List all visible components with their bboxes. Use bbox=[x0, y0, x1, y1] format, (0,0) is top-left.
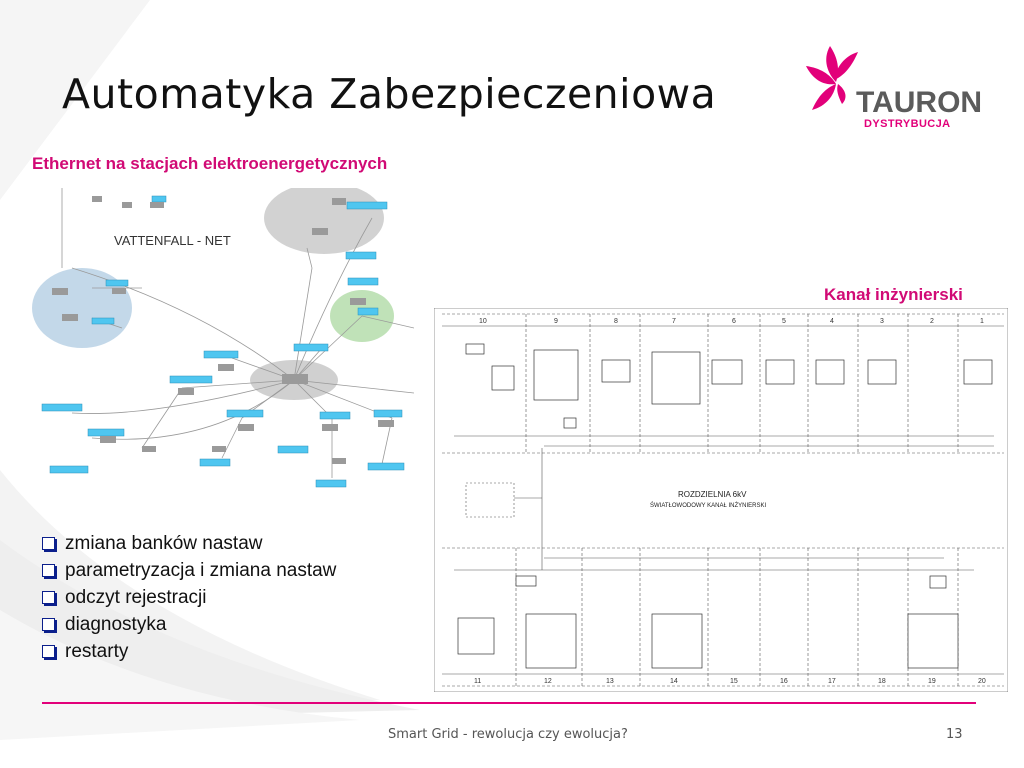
tauron-logo-icon bbox=[806, 46, 858, 110]
col-8-label: 8 bbox=[614, 318, 618, 325]
col-14-label: 14 bbox=[670, 678, 678, 685]
bullet-item: odczyt rejestracji bbox=[40, 584, 336, 611]
checkbox-bullet-icon bbox=[42, 537, 55, 550]
schematic-diagram: 10 9 8 7 6 5 4 3 2 1 11 12 13 14 15 16 1… bbox=[433, 307, 1009, 693]
page-number: 13 bbox=[946, 727, 963, 742]
fiber-channel-label: ŚWIATŁOWODOWY KANAŁ INŻYNIERSKI bbox=[650, 501, 766, 509]
col-11-label: 11 bbox=[474, 678, 481, 685]
bullet-item: zmiana banków nastaw bbox=[40, 530, 336, 557]
slide-subtitle: Ethernet na stacjach elektroenergetyczny… bbox=[32, 154, 388, 173]
network-diagram-svg: VATTENFALL - NET bbox=[32, 182, 415, 488]
col-2-label: 2 bbox=[930, 318, 934, 325]
checkbox-bullet-icon bbox=[42, 591, 55, 604]
checkbox-bullet-icon bbox=[42, 564, 55, 577]
slide-title: Automatyka Zabezpieczeniowa bbox=[62, 70, 717, 118]
network-diagram: VATTENFALL - NET bbox=[32, 182, 415, 488]
bullet-item: diagnostyka bbox=[40, 611, 336, 638]
col-18-label: 18 bbox=[878, 678, 886, 685]
bullet-text: zmiana banków nastaw bbox=[65, 533, 263, 554]
col-7-label: 7 bbox=[672, 318, 676, 325]
col-6-label: 6 bbox=[732, 318, 736, 325]
col-3-label: 3 bbox=[880, 318, 884, 325]
bullet-item: parametryzacja i zmiana nastaw bbox=[40, 557, 336, 584]
col-5-label: 5 bbox=[782, 318, 786, 325]
feature-bullet-list: zmiana banków nastaw parametryzacja i zm… bbox=[40, 530, 336, 665]
network-title: VATTENFALL - NET bbox=[114, 233, 231, 248]
logo-brand-text: TAURON bbox=[856, 86, 983, 119]
col-10-label: 10 bbox=[479, 318, 487, 325]
col-17-label: 17 bbox=[828, 678, 836, 685]
switchgear-label: ROZDZIELNIA 6kV bbox=[678, 490, 747, 499]
bullet-item: restarty bbox=[40, 638, 336, 665]
footer-text: Smart Grid - rewolucja czy ewolucja? bbox=[388, 727, 628, 742]
checkbox-bullet-icon bbox=[42, 618, 55, 631]
col-4-label: 4 bbox=[830, 318, 834, 325]
bullet-text: odczyt rejestracji bbox=[65, 587, 207, 608]
col-9-label: 9 bbox=[554, 318, 558, 325]
logo-sub-text: DYSTRYBUCJA bbox=[864, 118, 951, 130]
col-1-label: 1 bbox=[980, 318, 984, 325]
col-15-label: 15 bbox=[730, 678, 738, 685]
col-12-label: 12 bbox=[544, 678, 552, 685]
col-16-label: 16 bbox=[780, 678, 788, 685]
bullet-text: parametryzacja i zmiana nastaw bbox=[65, 560, 337, 581]
checkbox-bullet-icon bbox=[42, 645, 55, 658]
footer-divider bbox=[42, 702, 976, 704]
col-20-label: 20 bbox=[978, 678, 986, 685]
bullet-text: restarty bbox=[65, 641, 129, 662]
col-19-label: 19 bbox=[928, 678, 936, 685]
schematic-svg: 10 9 8 7 6 5 4 3 2 1 11 12 13 14 15 16 1… bbox=[433, 307, 1009, 693]
bullet-text: diagnostyka bbox=[65, 614, 167, 635]
engineering-channel-label: Kanał inżynierski bbox=[824, 285, 963, 304]
col-13-label: 13 bbox=[606, 678, 614, 685]
